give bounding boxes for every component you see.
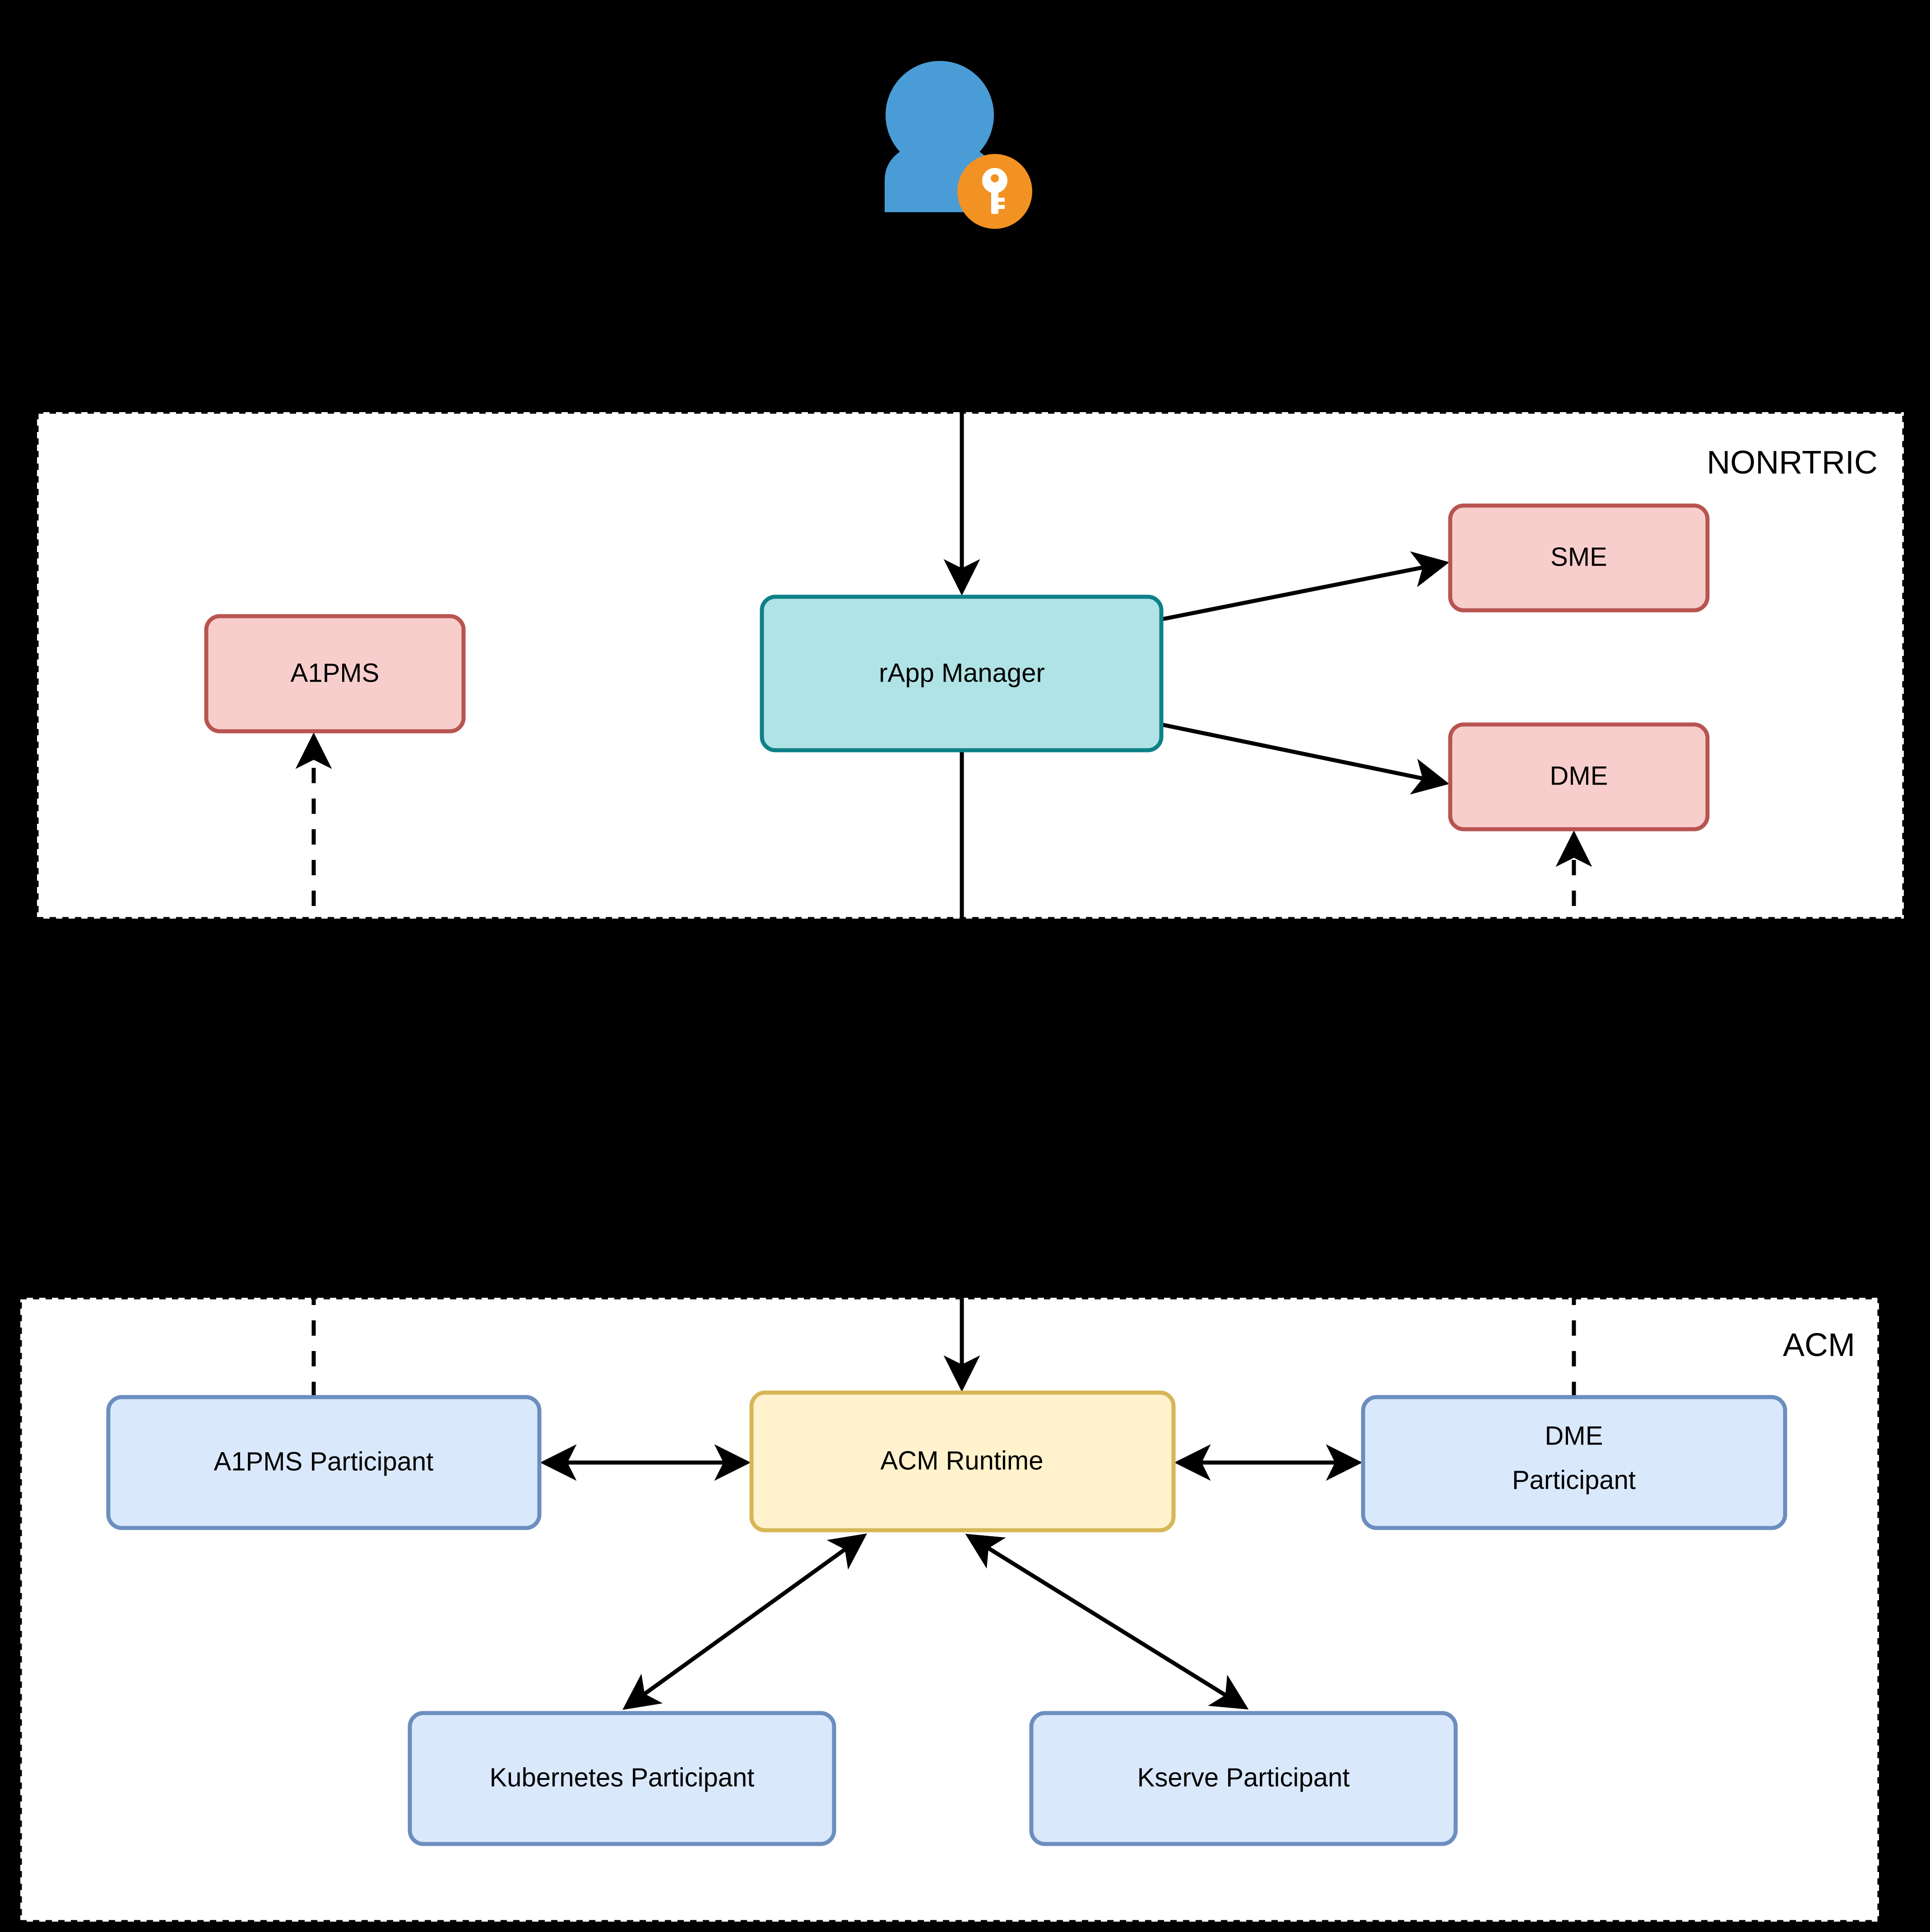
node-dme-participant[interactable]: DME Participant [1361,1395,1787,1530]
node-kserve-participant[interactable]: Kserve Participant [1029,1711,1458,1846]
node-dme-label: DME [1550,761,1608,790]
edge-rapp-manager-to-sme [1161,551,1450,622]
node-a1pms-participant-label: A1PMS Participant [214,1447,434,1476]
node-acm-runtime[interactable]: ACM Runtime [749,1390,1176,1533]
node-dme-participant-shape[interactable] [1361,1395,1787,1530]
node-sme-label: SME [1550,542,1607,571]
node-kubernetes-participant-shape[interactable] [408,1711,836,1846]
node-a1pms-shape[interactable] [204,614,466,734]
edges-layer [295,212,1592,1710]
node-kserve-participant-shape[interactable] [1029,1711,1458,1846]
edge-acm-runtime-kubernetes-participant [622,1533,867,1710]
node-rapp-manager-shape[interactable] [760,594,1164,752]
node-kubernetes-participant-label: Kubernetes Participant [490,1763,755,1792]
node-kserve-participant-label: Kserve Participant [1137,1763,1350,1792]
node-sme[interactable]: SME [1448,503,1710,613]
node-rapp-manager-label: rApp Manager [879,658,1045,687]
group-label-acm: ACM [1783,1327,1855,1363]
node-a1pms-participant[interactable]: A1PMS Participant [106,1395,542,1530]
node-dme-participant-label-line1: DME [1545,1421,1603,1450]
node-dme-participant-label-line2: Participant [1512,1465,1636,1495]
key-glyph-icon [982,168,1007,214]
node-kubernetes-participant[interactable]: Kubernetes Participant [408,1711,836,1846]
node-a1pms-participant-shape[interactable] [106,1395,542,1530]
node-acm-runtime-shape[interactable] [749,1390,1176,1533]
group-label-nonrtric: NONRTRIC [1707,445,1878,481]
node-a1pms[interactable]: A1PMS [204,614,466,734]
node-sme-shape[interactable] [1448,503,1710,613]
user-head-icon [886,61,994,169]
node-acm-runtime-label: ACM Runtime [881,1446,1044,1475]
node-dme-shape[interactable] [1448,722,1710,831]
node-dme[interactable]: DME [1448,722,1710,831]
edge-rapp-manager-to-dme [1161,722,1450,795]
node-rapp-manager[interactable]: rApp Manager [760,594,1164,752]
user-with-key-icon [885,61,1032,229]
edge-acm-runtime-kserve-participant [965,1533,1249,1710]
node-a1pms-label: A1PMS [291,658,380,687]
